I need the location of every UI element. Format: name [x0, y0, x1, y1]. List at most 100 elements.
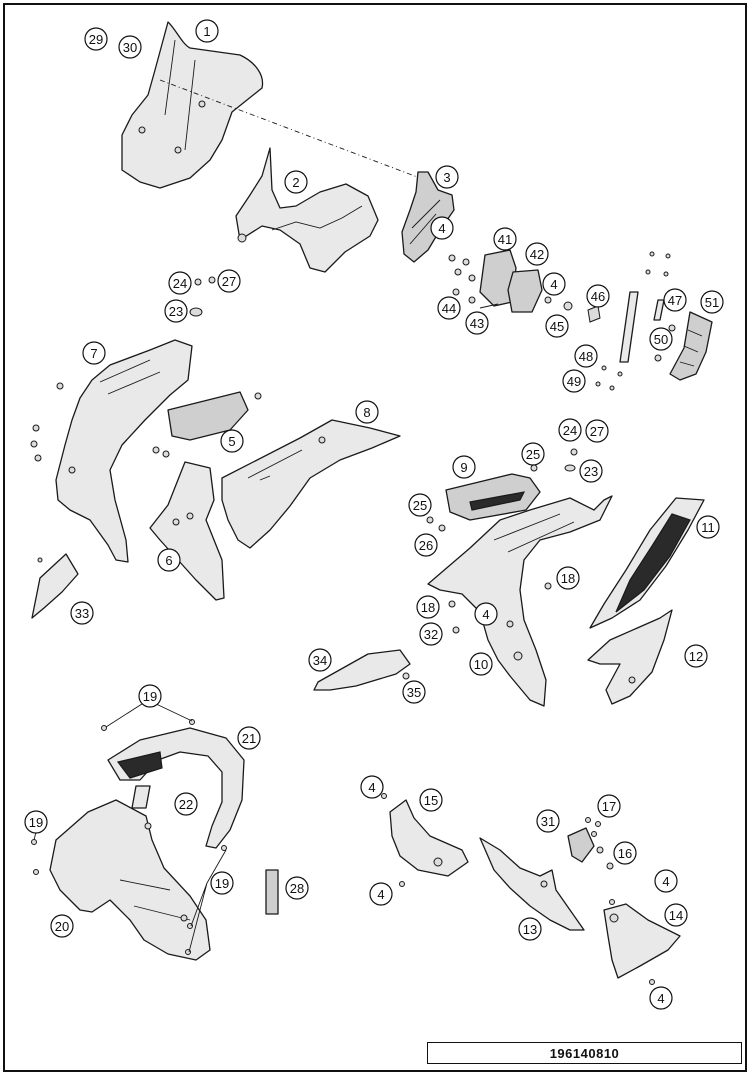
callout-circle [308, 648, 332, 672]
callout-number: 18 [421, 600, 435, 615]
callout-4: 4 [360, 775, 384, 799]
callout-number: 4 [657, 991, 664, 1006]
callout-number: 4 [662, 874, 669, 889]
headlight-mask-part [235, 147, 379, 273]
callout-number: 10 [474, 657, 488, 672]
cover-part-33 [31, 553, 79, 619]
decal-part-11 [589, 497, 705, 629]
callout-circle [585, 419, 609, 443]
callout-circle [649, 986, 673, 1010]
callout-13: 13 [518, 917, 542, 941]
callout-number: 19 [215, 876, 229, 891]
callout-number: 4 [482, 607, 489, 622]
fender-part-20 [49, 799, 211, 961]
callout-number: 46 [591, 289, 605, 304]
callout-3: 3 [435, 165, 459, 189]
spoiler-part-6 [149, 461, 225, 601]
callout-27: 27 [217, 269, 241, 293]
callout-number: 8 [363, 405, 370, 420]
callout-circle [556, 566, 580, 590]
callout-number: 25 [526, 447, 540, 462]
callout-number: 24 [173, 276, 187, 291]
side-panel-part-10 [427, 495, 613, 707]
callout-number: 34 [313, 653, 327, 668]
callout-circle [663, 288, 687, 312]
callout-number: 32 [424, 627, 438, 642]
callout-number: 30 [123, 40, 137, 55]
callout-32: 32 [419, 622, 443, 646]
callout-4: 4 [369, 882, 393, 906]
callout-circle [402, 680, 426, 704]
drawing-frame [3, 3, 747, 1072]
callout-24: 24 [168, 271, 192, 295]
callout-4: 4 [542, 272, 566, 296]
callout-circle [542, 272, 566, 296]
module-part-42 [507, 269, 543, 313]
callout-number: 17 [602, 799, 616, 814]
callout-circle [217, 269, 241, 293]
callout-number: 31 [541, 814, 555, 829]
callout-29: 29 [84, 27, 108, 51]
callout-34: 34 [308, 648, 332, 672]
callout-number: 27 [222, 274, 236, 289]
callout-circle [369, 882, 393, 906]
fastener-set-upper [189, 276, 216, 317]
cover-part-14 [603, 899, 681, 985]
callout-circle [355, 400, 379, 424]
callout-number: 9 [460, 460, 467, 475]
callout-number: 3 [443, 170, 450, 185]
callout-number: 24 [563, 423, 577, 438]
callout-number: 44 [442, 301, 456, 316]
callout-number: 47 [668, 293, 682, 308]
callout-number: 6 [165, 553, 172, 568]
callout-number: 45 [550, 319, 564, 334]
callout-30: 30 [118, 35, 142, 59]
callout-circle [419, 788, 443, 812]
callout-45: 45 [545, 314, 569, 338]
callout-circle [237, 726, 261, 750]
callout-number: 20 [55, 919, 69, 934]
callout-17: 17 [597, 794, 621, 818]
callout-circle [210, 871, 234, 895]
callout-circle [579, 459, 603, 483]
callout-25: 25 [408, 493, 432, 517]
small-fasteners-top [448, 254, 601, 323]
callout-circle [84, 27, 108, 51]
callout-10: 10 [469, 652, 493, 676]
callout-number: 23 [169, 304, 183, 319]
callout-number: 4 [438, 221, 445, 236]
strip-part-28 [265, 869, 279, 915]
callout-number: 28 [290, 881, 304, 896]
cover-part-15 [381, 793, 469, 887]
callout-circle [82, 341, 106, 365]
drawing-number: 196140810 [427, 1042, 742, 1064]
callout-48: 48 [574, 344, 598, 368]
callout-44: 44 [437, 296, 461, 320]
callout-43: 43 [465, 311, 489, 335]
callout-8: 8 [355, 400, 379, 424]
callout-12: 12 [684, 644, 708, 668]
callout-number: 33 [75, 606, 89, 621]
callout-circle [654, 869, 678, 893]
callout-number: 35 [407, 685, 421, 700]
callout-19: 19 [24, 810, 48, 834]
callout-18: 18 [556, 566, 580, 590]
callout-46: 46 [586, 284, 610, 308]
callout-circle [24, 810, 48, 834]
callout-number: 51 [705, 295, 719, 310]
display-unit-part-9 [426, 464, 541, 532]
windshield-part [121, 21, 264, 189]
callout-15: 15 [419, 788, 443, 812]
callout-circle [518, 917, 542, 941]
callout-14: 14 [664, 903, 688, 927]
cover-part-5 [152, 391, 262, 458]
callout-circle [50, 914, 74, 938]
cover-part-12 [587, 609, 673, 705]
callout-number: 43 [470, 316, 484, 331]
callout-number: 19 [29, 815, 43, 830]
callout-31: 31 [536, 809, 560, 833]
callout-47: 47 [663, 288, 687, 312]
callout-circle [435, 165, 459, 189]
callout-circle [168, 271, 192, 295]
